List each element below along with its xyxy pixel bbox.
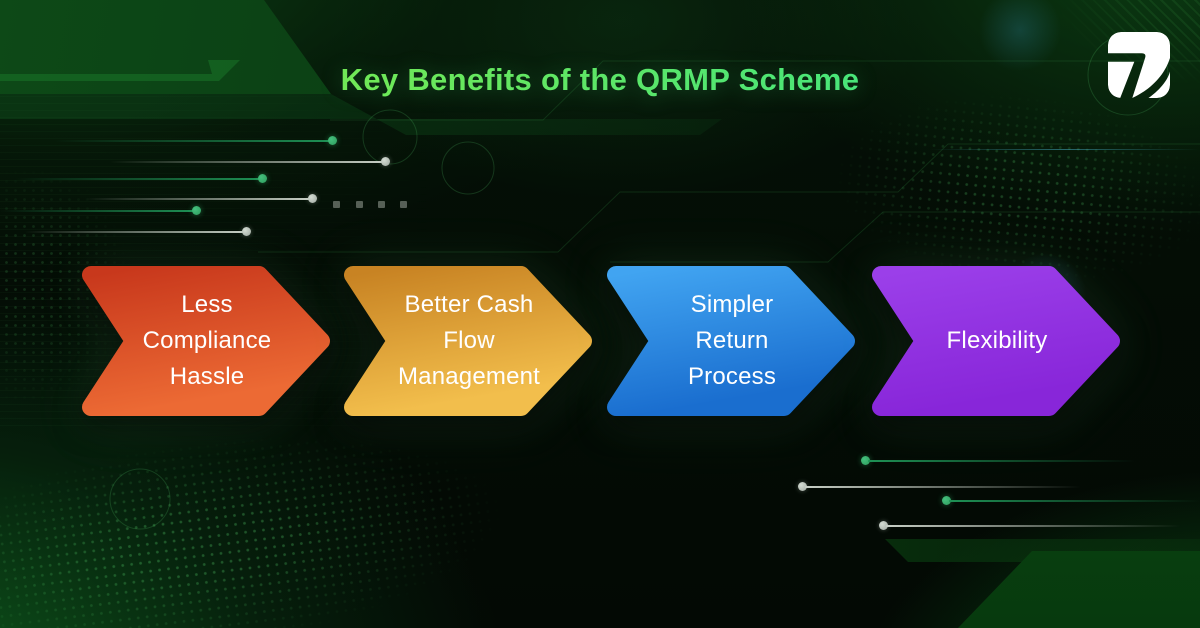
circuit-square <box>400 201 407 208</box>
benefit-line: Less <box>181 291 233 318</box>
benefit-label: Less Compliance Hassle <box>124 287 290 395</box>
circuit-square <box>333 201 340 208</box>
circuit-dot <box>242 227 251 236</box>
cyan-glow-spot-top <box>975 0 1065 75</box>
benefit-arrow-flexibility: Flexibility <box>872 266 1120 416</box>
benefit-line: Flexibility <box>946 327 1048 354</box>
circuit-line <box>85 198 312 200</box>
brand-logo <box>1108 32 1170 98</box>
circuit-dot <box>879 521 888 530</box>
circuit-dot <box>381 157 390 166</box>
circuit-square <box>356 201 363 208</box>
page-title: Key Benefits of the QRMP Scheme <box>0 62 1200 98</box>
benefit-arrow-simpler-return: Simpler Return Process <box>607 266 855 416</box>
benefit-line: Better Cash <box>404 291 534 318</box>
circuit-line <box>0 210 196 212</box>
benefit-line: Hassle <box>169 363 245 390</box>
benefit-label: Better Cash Flow Management <box>386 287 552 395</box>
circuit-line <box>110 161 385 163</box>
chevron-arrow-shape <box>82 266 330 416</box>
chevron-arrow-shape <box>344 266 592 416</box>
benefit-line: Flow <box>443 327 495 354</box>
circuit-dot <box>328 136 337 145</box>
chevron-arrow-shape <box>872 266 1120 416</box>
circuit-line <box>55 140 332 142</box>
circuit-line <box>886 525 1180 527</box>
circuit-dot <box>258 174 267 183</box>
stylized-z-monogram-icon <box>1108 32 1170 98</box>
benefit-line: Simpler <box>690 291 774 318</box>
benefit-label: Simpler Return Process <box>649 287 815 395</box>
circuit-line <box>15 178 262 180</box>
circuit-dot <box>192 206 201 215</box>
benefit-line: Compliance <box>142 327 272 354</box>
circuit-dot <box>798 482 807 491</box>
circuit-dot <box>861 456 870 465</box>
circuit-line <box>805 486 1080 488</box>
benefit-line: Management <box>397 363 541 390</box>
circuit-dot <box>942 496 951 505</box>
benefit-arrow-better-cash-flow: Better Cash Flow Management <box>344 266 592 416</box>
cyan-light-streak <box>930 149 1200 150</box>
benefit-line: Process <box>687 363 777 390</box>
circuit-square <box>378 201 385 208</box>
circuit-dot <box>308 194 317 203</box>
circuit-line <box>25 231 246 233</box>
chevron-arrow-shape <box>607 266 855 416</box>
benefit-arrow-less-compliance-hassle: Less Compliance Hassle <box>82 266 330 416</box>
circuit-line <box>868 460 1135 462</box>
benefit-line: Return <box>695 327 769 354</box>
benefit-label: Flexibility <box>914 323 1080 359</box>
circuit-line <box>949 500 1200 502</box>
